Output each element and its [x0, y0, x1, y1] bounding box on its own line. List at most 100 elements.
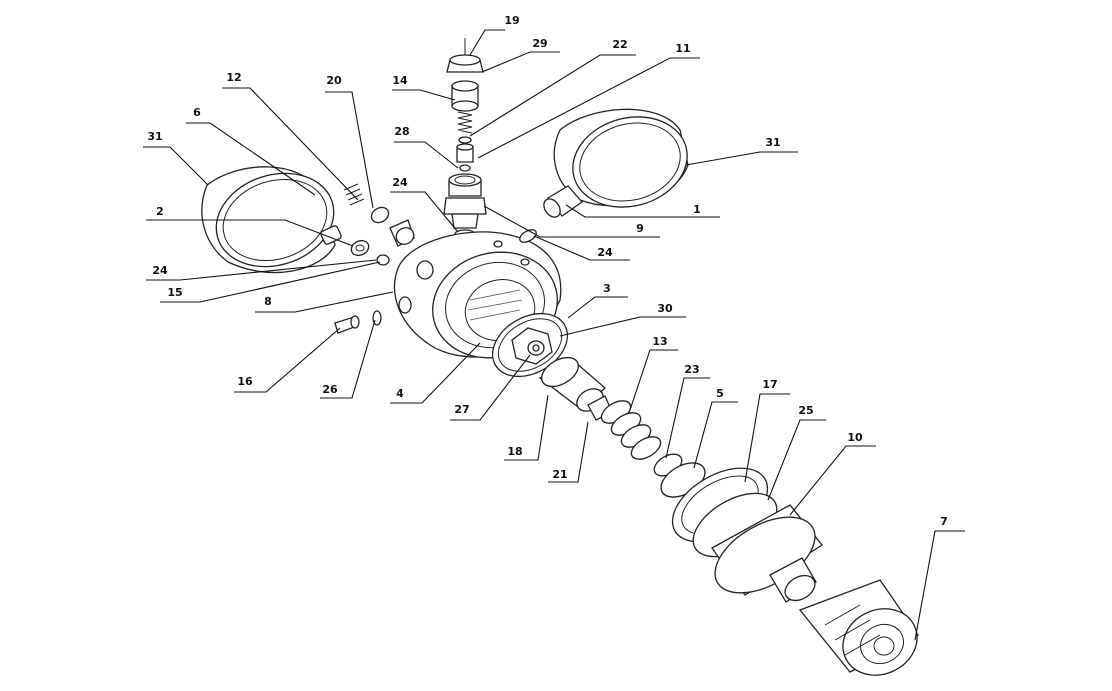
callout-9: 9 — [483, 205, 660, 238]
callout-label: 3 — [603, 282, 611, 295]
callout-label: 9 — [636, 222, 644, 235]
callout-24: 24 — [390, 176, 459, 233]
callout-6: 6 — [186, 106, 316, 196]
callout-8: 8 — [255, 291, 394, 313]
callout-label: 15 — [167, 286, 182, 299]
leader-line — [160, 261, 381, 303]
callout-17: 17 — [744, 378, 790, 483]
callout-label: 30 — [657, 302, 673, 315]
callout-label: 21 — [552, 468, 567, 481]
callout-label: 22 — [612, 38, 627, 51]
callout-label: 5 — [716, 387, 724, 400]
leader-line — [744, 393, 790, 483]
callout-label: 1 — [693, 203, 701, 216]
callout-24: 24 — [533, 235, 630, 261]
callout-label: 11 — [675, 42, 690, 55]
callout-label: 2 — [156, 205, 164, 218]
leader-line — [665, 377, 710, 459]
callout-label: 16 — [237, 375, 253, 388]
callout-label: 29 — [532, 37, 547, 50]
leader-line — [320, 319, 376, 399]
bonnet — [711, 504, 823, 603]
leader-line — [789, 445, 876, 516]
callout-1: 1 — [565, 203, 720, 218]
callout-label: 12 — [226, 71, 241, 84]
diaphragm-ring — [671, 467, 778, 558]
callout-label: 31 — [147, 130, 162, 143]
callout-31: 31 — [685, 136, 798, 166]
right-pressure-gauge — [543, 108, 689, 218]
leader-line — [394, 141, 459, 169]
leader-line — [255, 291, 394, 313]
leader-line — [146, 219, 354, 247]
leader-line — [914, 530, 965, 641]
callout-20: 20 — [325, 74, 374, 209]
callout-21: 21 — [548, 421, 589, 483]
leader-line — [222, 87, 359, 201]
leader-line — [146, 259, 377, 281]
callout-label: 19 — [504, 14, 519, 27]
leader-line — [685, 151, 798, 166]
leader-line — [390, 342, 481, 404]
callout-16: 16 — [234, 327, 341, 393]
callout-label: 4 — [396, 387, 404, 400]
leader-line — [567, 296, 628, 319]
callout-label: 28 — [394, 125, 409, 138]
leader-line — [234, 327, 341, 393]
leader-line — [325, 91, 374, 209]
leader-line — [483, 205, 660, 238]
callout-10: 10 — [789, 431, 876, 516]
main-spring — [600, 400, 662, 460]
leader-line — [565, 204, 720, 218]
callout-26: 26 — [320, 319, 376, 399]
callout-label: 18 — [507, 445, 522, 458]
callout-3: 3 — [567, 282, 628, 319]
screw-and-washer — [334, 310, 382, 334]
callout-label: 8 — [264, 295, 272, 308]
leader-line — [477, 57, 700, 159]
callout-27: 27 — [450, 354, 531, 421]
callout-7: 7 — [914, 515, 965, 641]
piston-stem — [538, 356, 613, 421]
callout-label: 24 — [392, 176, 408, 189]
leader-line — [559, 316, 686, 337]
callout-label: 24 — [597, 246, 613, 259]
callout-label: 20 — [326, 74, 342, 87]
callout-label: 25 — [798, 404, 813, 417]
leader-line — [392, 89, 456, 101]
leader-line — [548, 421, 589, 483]
callout-label: 24 — [152, 264, 168, 277]
callout-30: 30 — [559, 302, 686, 337]
leader-line — [469, 54, 636, 137]
leader-line — [481, 51, 560, 73]
leader-line — [469, 29, 505, 56]
callout-2: 2 — [146, 205, 354, 247]
callout-15: 15 — [160, 261, 381, 303]
callout-31: 31 — [143, 130, 209, 186]
leader-line — [186, 122, 316, 196]
callout-12: 12 — [222, 71, 359, 201]
valve-stem-stack — [446, 38, 484, 172]
leader-line — [693, 401, 738, 469]
callout-4: 4 — [390, 342, 481, 404]
callout-label: 26 — [322, 383, 338, 396]
callout-22: 22 — [469, 38, 636, 137]
callout-label: 27 — [454, 403, 469, 416]
leader-line — [767, 419, 826, 501]
callout-25: 25 — [767, 404, 826, 501]
callout-14: 14 — [392, 74, 456, 101]
callout-label: 17 — [762, 378, 777, 391]
callout-11: 11 — [477, 42, 700, 159]
callout-18: 18 — [504, 394, 549, 461]
callout-label: 10 — [847, 431, 863, 444]
leader-line — [390, 191, 459, 233]
callout-label: 23 — [684, 363, 699, 376]
callout-label: 14 — [392, 74, 408, 87]
callout-13: 13 — [629, 335, 678, 411]
callout-5: 5 — [693, 387, 738, 469]
left-small-parts — [343, 183, 415, 266]
callout-19: 19 — [469, 14, 520, 56]
callout-label: 31 — [765, 136, 780, 149]
callout-28: 28 — [394, 125, 459, 169]
callout-24: 24 — [146, 259, 377, 281]
